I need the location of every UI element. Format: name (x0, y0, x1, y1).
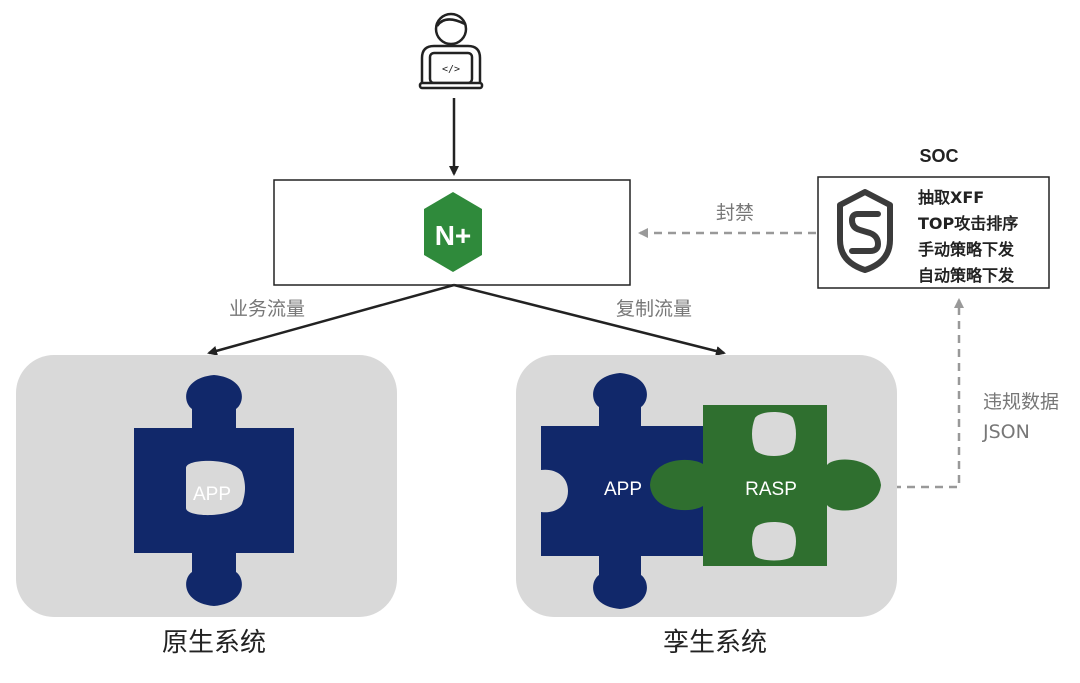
twin-system-caption: 孪生系统 (663, 628, 767, 658)
violation-json-label: JSON (982, 421, 1030, 443)
original-system-caption: 原生系统 (162, 628, 266, 658)
nginx-plus-logo-text: N+ (435, 220, 472, 251)
arrow-to-original-system (207, 283, 455, 356)
business-traffic-label: 业务流量 (229, 298, 305, 320)
mirror-traffic-label: 复制流量 (616, 298, 692, 320)
soc-feature-2: TOP攻击排序 (918, 214, 1018, 233)
soc-title: SOC (919, 146, 958, 166)
original-system-panel (16, 355, 397, 617)
violation-data-arrow (893, 298, 964, 489)
rasp-label: RASP (745, 479, 797, 500)
soc-feature-1: 抽取XFF (918, 188, 984, 207)
soc-shield-icon (837, 189, 893, 273)
original-app-label: APP (193, 484, 231, 505)
soc-feature-3: 手动策略下发 (918, 240, 1015, 259)
twin-app-label: APP (604, 479, 642, 500)
violation-data-label: 违规数据 (983, 391, 1059, 413)
twin-app-puzzle-piece (541, 373, 704, 609)
svg-text:</>: </> (442, 64, 460, 75)
developer-icon: </> (418, 12, 484, 90)
arrow-to-twin-system (453, 283, 726, 356)
soc-feature-4: 自动策略下发 (918, 266, 1015, 285)
original-app-puzzle-piece (134, 375, 294, 606)
nginx-plus-logo: N+ (424, 192, 482, 272)
rasp-puzzle-piece (650, 405, 881, 566)
soc-feature-list: 抽取XFF TOP攻击排序 手动策略下发 自动策略下发 (918, 188, 1018, 285)
block-label: 封禁 (716, 202, 754, 224)
